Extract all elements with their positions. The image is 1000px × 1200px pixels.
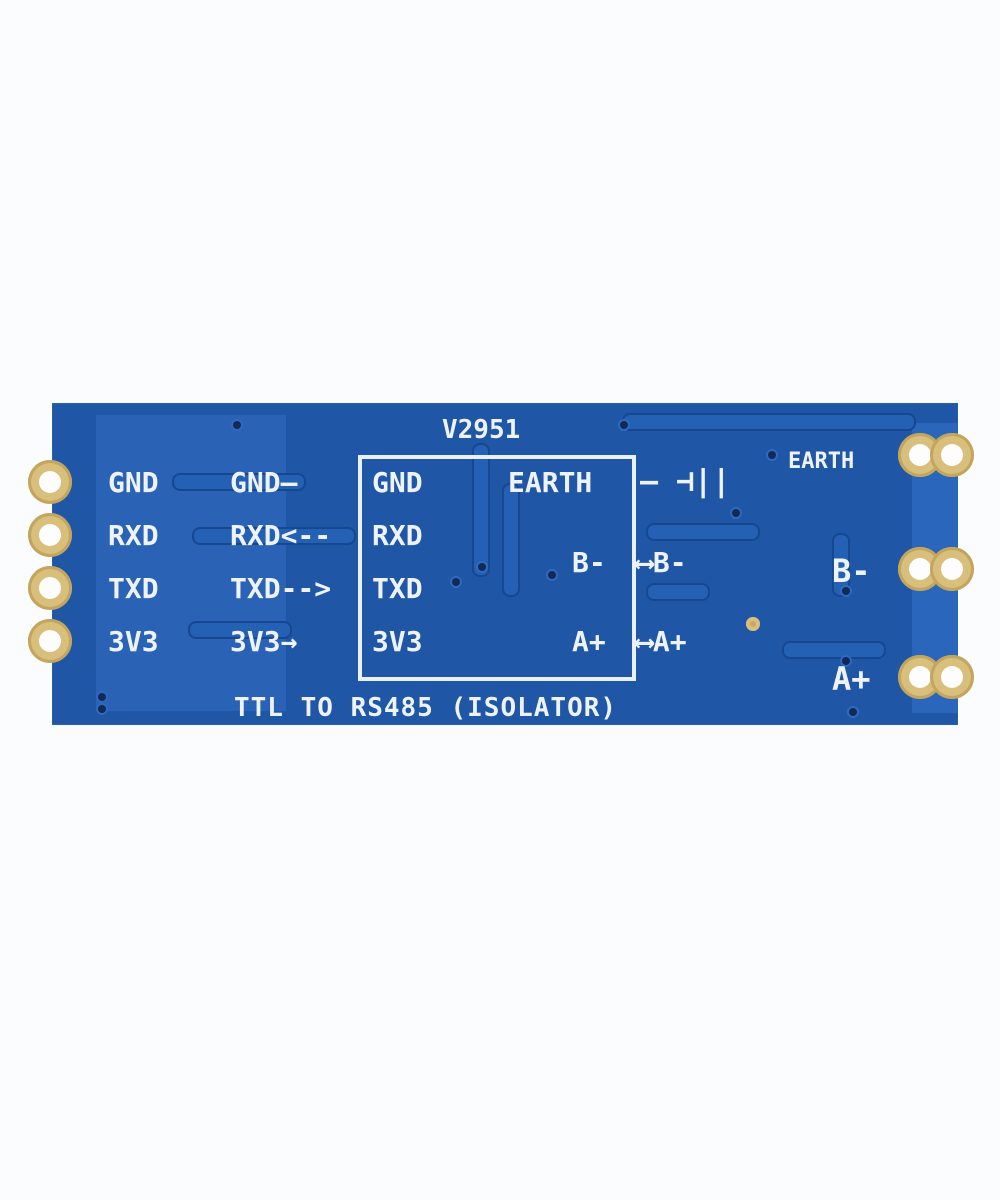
pin-label-a: A+ [832,660,871,698]
via [98,705,106,713]
pin-label-gnd: GND [108,466,159,499]
pin-pad-rxd [28,513,72,557]
trace [502,483,520,597]
isolator-outline [358,455,636,681]
via [98,693,106,701]
trace [172,473,306,491]
box-label-txd: TXD [372,572,423,605]
test-pad [746,617,760,631]
pin-label-rxd: RXD [108,519,159,552]
copper-zone [96,415,286,711]
board-title: TTL TO RS485 (ISOLATOR) [234,693,618,723]
pin-pad-earth-2 [930,433,974,477]
trace [472,443,490,577]
box-label-earth: EARTH [508,466,593,499]
inner-label-gnd: GND— [230,466,298,499]
via [478,563,486,571]
via [620,421,628,429]
pcb-board: GND RXD TXD 3V3 GND— RXD<-- TXD--> 3V3→ … [28,403,974,725]
via [849,708,857,716]
via [548,571,556,579]
via [768,451,776,459]
trace [192,527,356,545]
trace [782,641,886,659]
trace [188,621,292,639]
via [452,578,460,586]
earth-ground-symbol: — ⊣|| [640,464,731,499]
model-number: V2951 [442,415,521,445]
trace [622,413,916,431]
inner-label-txd: TXD--> [230,572,332,605]
box-label-rxd: RXD [372,519,423,552]
pin-label-b: B- [832,552,871,590]
inner-label-3v3: 3V3→ [230,625,298,658]
via [842,657,850,665]
trace [832,533,850,597]
outer-label-a: ⟷A+ [636,625,687,658]
via [732,509,740,517]
pin-pad-txd [28,566,72,610]
via [842,587,850,595]
pin-pad-a-2 [930,655,974,699]
inner-label-rxd: RXD<-- [230,519,332,552]
box-label-b: B- [572,546,606,579]
pin-pad-gnd [28,460,72,504]
box-label-a: A+ [572,625,606,658]
pin-label-3v3: 3V3 [108,625,159,658]
pin-label-txd: TXD [108,572,159,605]
pin-pad-3v3 [28,619,72,663]
via [233,421,241,429]
trace [646,523,760,541]
box-label-gnd: GND [372,466,423,499]
box-label-3v3: 3V3 [372,625,423,658]
pin-pad-b-2 [930,547,974,591]
trace [646,583,710,601]
outer-label-b: ⟷B- [636,546,687,579]
pin-label-earth: EARTH [788,449,855,474]
